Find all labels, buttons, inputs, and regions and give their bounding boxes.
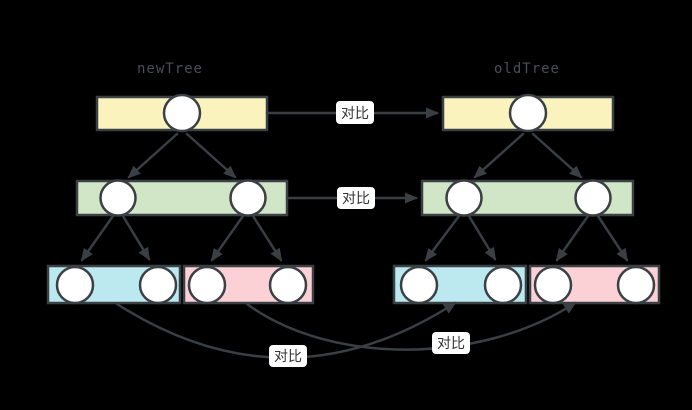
- children-compare-label: 对比: [342, 190, 370, 206]
- old-root-node: [508, 93, 548, 133]
- cyan-compare-label: 对比: [274, 348, 302, 364]
- new-root-node: [162, 93, 202, 133]
- pink-compare-label: 对比: [437, 335, 465, 351]
- old-child-arrow: [424, 214, 461, 262]
- old-cyan-node: [399, 265, 439, 305]
- pink-compare-label-bg: [432, 332, 470, 354]
- old-tree: oldTree: [392, 61, 661, 305]
- old-root-to-right-child-arrow: [531, 132, 583, 179]
- old-right-child-node: [574, 179, 612, 217]
- new-left-child-node: [99, 179, 137, 217]
- old-tree-title: oldTree: [494, 61, 560, 77]
- new-child-arrow: [251, 214, 283, 262]
- roots-compare-label: 对比: [341, 105, 369, 121]
- old-child-arrow: [596, 214, 629, 262]
- old-root-to-left-child-arrow: [473, 132, 525, 179]
- old-pink-node: [533, 265, 573, 305]
- old-cyan-node: [483, 265, 523, 305]
- new-root-to-right-child-arrow: [185, 132, 237, 179]
- cyan-compare-label-bg: [269, 345, 307, 367]
- new-cyan-node: [55, 265, 95, 305]
- compare-connectors: 对比 对比 对比 对比: [115, 101, 577, 367]
- new-cyan-node: [138, 265, 178, 305]
- new-tree-title: newTree: [137, 61, 203, 77]
- new-tree: newTree: [46, 61, 315, 305]
- roots-compare-label-bg: [336, 101, 374, 124]
- old-child-arrow: [555, 214, 590, 262]
- new-right-child-node: [229, 179, 267, 217]
- children-compare-label-bg: [337, 187, 375, 209]
- old-pink-node: [616, 265, 656, 305]
- new-child-arrow: [80, 214, 115, 262]
- old-child-arrow: [467, 214, 497, 261]
- new-child-arrow: [121, 214, 151, 261]
- new-root-to-left-child-arrow: [127, 132, 179, 179]
- new-pink-node: [268, 265, 308, 305]
- new-pink-node: [187, 265, 227, 305]
- old-left-child-node: [445, 179, 483, 217]
- new-child-arrow: [210, 214, 245, 262]
- pink-compare-curve: [245, 301, 577, 351]
